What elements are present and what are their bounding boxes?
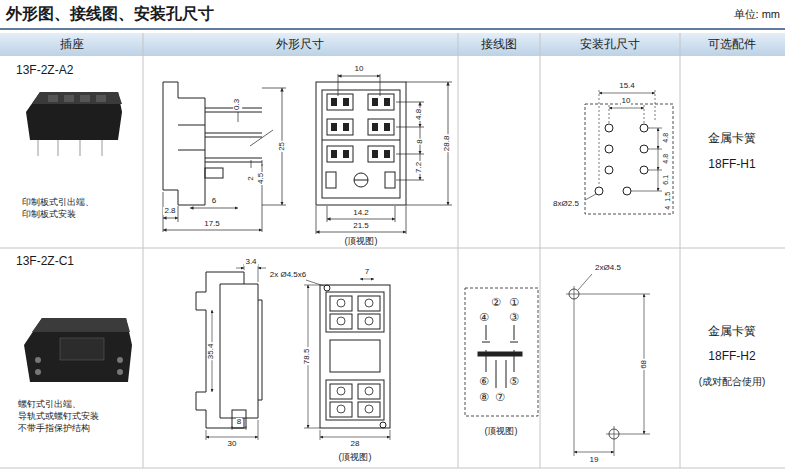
dimension-label: 2x Ø4.5x6 <box>269 271 307 280</box>
dimension-label: 8 <box>236 418 242 427</box>
dimension-label: 8xØ2.5 <box>552 200 580 209</box>
cell-text: 接线图 <box>481 38 517 51</box>
cell-text: 13F-2Z-C1 <box>16 255 74 268</box>
cell-text: 金属卡簧 <box>708 325 756 338</box>
dimension-label: 14.2 <box>352 209 370 218</box>
dimension-label: (顶视图) <box>485 427 518 437</box>
dimension-label: 2.8 <box>163 207 176 216</box>
dimension-label: 28.8 <box>444 134 453 152</box>
dimension-label: 3.4 <box>244 258 257 267</box>
description-text: 螺钉式引出端、 导轨式或螺钉式安装 不带手指保护结构 <box>18 398 104 434</box>
dimension-label: 17.5 <box>203 220 221 229</box>
dimension-label: (顶视图) <box>344 237 379 247</box>
dimension-label: ⑧ <box>479 391 489 403</box>
cell-text: 外形尺寸 <box>276 38 324 51</box>
dimension-label: 单位: mm <box>734 8 780 20</box>
dimension-label: 6.1 <box>662 174 670 186</box>
dimension-label: 15.4 <box>618 82 636 91</box>
cell-text: 插座 <box>60 38 84 51</box>
dimension-label: 19 <box>589 456 600 465</box>
dimension-label: ⑤ <box>509 375 519 387</box>
dimension-label: 21.5 <box>352 222 370 231</box>
dimension-label: ④ <box>479 311 489 323</box>
cell-text: 可选配件 <box>708 38 756 51</box>
dimension-label: 2 <box>247 175 256 181</box>
dimension-label: 8 <box>416 138 425 144</box>
dimension-label: ③ <box>509 311 519 323</box>
dimension-label: 10 <box>621 97 632 106</box>
dimension-label: ⑥ <box>479 375 489 387</box>
cell-text: 安装孔尺寸 <box>580 38 640 51</box>
dimension-label: 35.4 <box>208 342 217 360</box>
description-text: 印制板式引出端、 印制板式安装 <box>22 196 102 220</box>
dimension-label: 7 <box>364 268 370 277</box>
cell-text: 金属卡簧 <box>708 132 756 145</box>
dimension-label: 4.8 <box>662 132 670 144</box>
dimension-label: 30 <box>227 440 238 449</box>
dimension-label: 78.5 <box>304 347 313 365</box>
dimension-label: 1.5 <box>664 191 672 203</box>
dimension-label: (顶视图) <box>338 453 373 463</box>
dimension-label: 28 <box>350 440 361 449</box>
dimension-label: 6 <box>211 197 217 206</box>
dimension-label: 7.2 <box>416 160 425 173</box>
page-title: 外形图、接线图、安装孔尺寸 <box>6 5 214 23</box>
cell-text: 13F-2Z-A2 <box>16 64 73 77</box>
dimension-label: ② <box>491 296 501 308</box>
dimension-label: 10 <box>354 65 365 74</box>
dimension-label: 2xØ4.5 <box>594 264 622 273</box>
dimension-label: (成对配合使用) <box>699 376 766 387</box>
dimension-label: 0.3 <box>234 97 243 110</box>
dimension-label: 25 <box>278 141 287 152</box>
dimension-label: 4.8 <box>416 107 425 120</box>
dimension-label: ① <box>509 296 519 308</box>
cell-text: 18FF-H1 <box>708 158 755 171</box>
dimension-label: 4.5 <box>258 171 267 184</box>
dimension-label: 68 <box>640 359 649 370</box>
dimension-label: ⑦ <box>495 391 505 403</box>
dimension-label: 4 <box>664 205 672 211</box>
cell-text: 18FF-H2 <box>708 350 755 363</box>
dimension-label: 4.8 <box>662 153 670 165</box>
